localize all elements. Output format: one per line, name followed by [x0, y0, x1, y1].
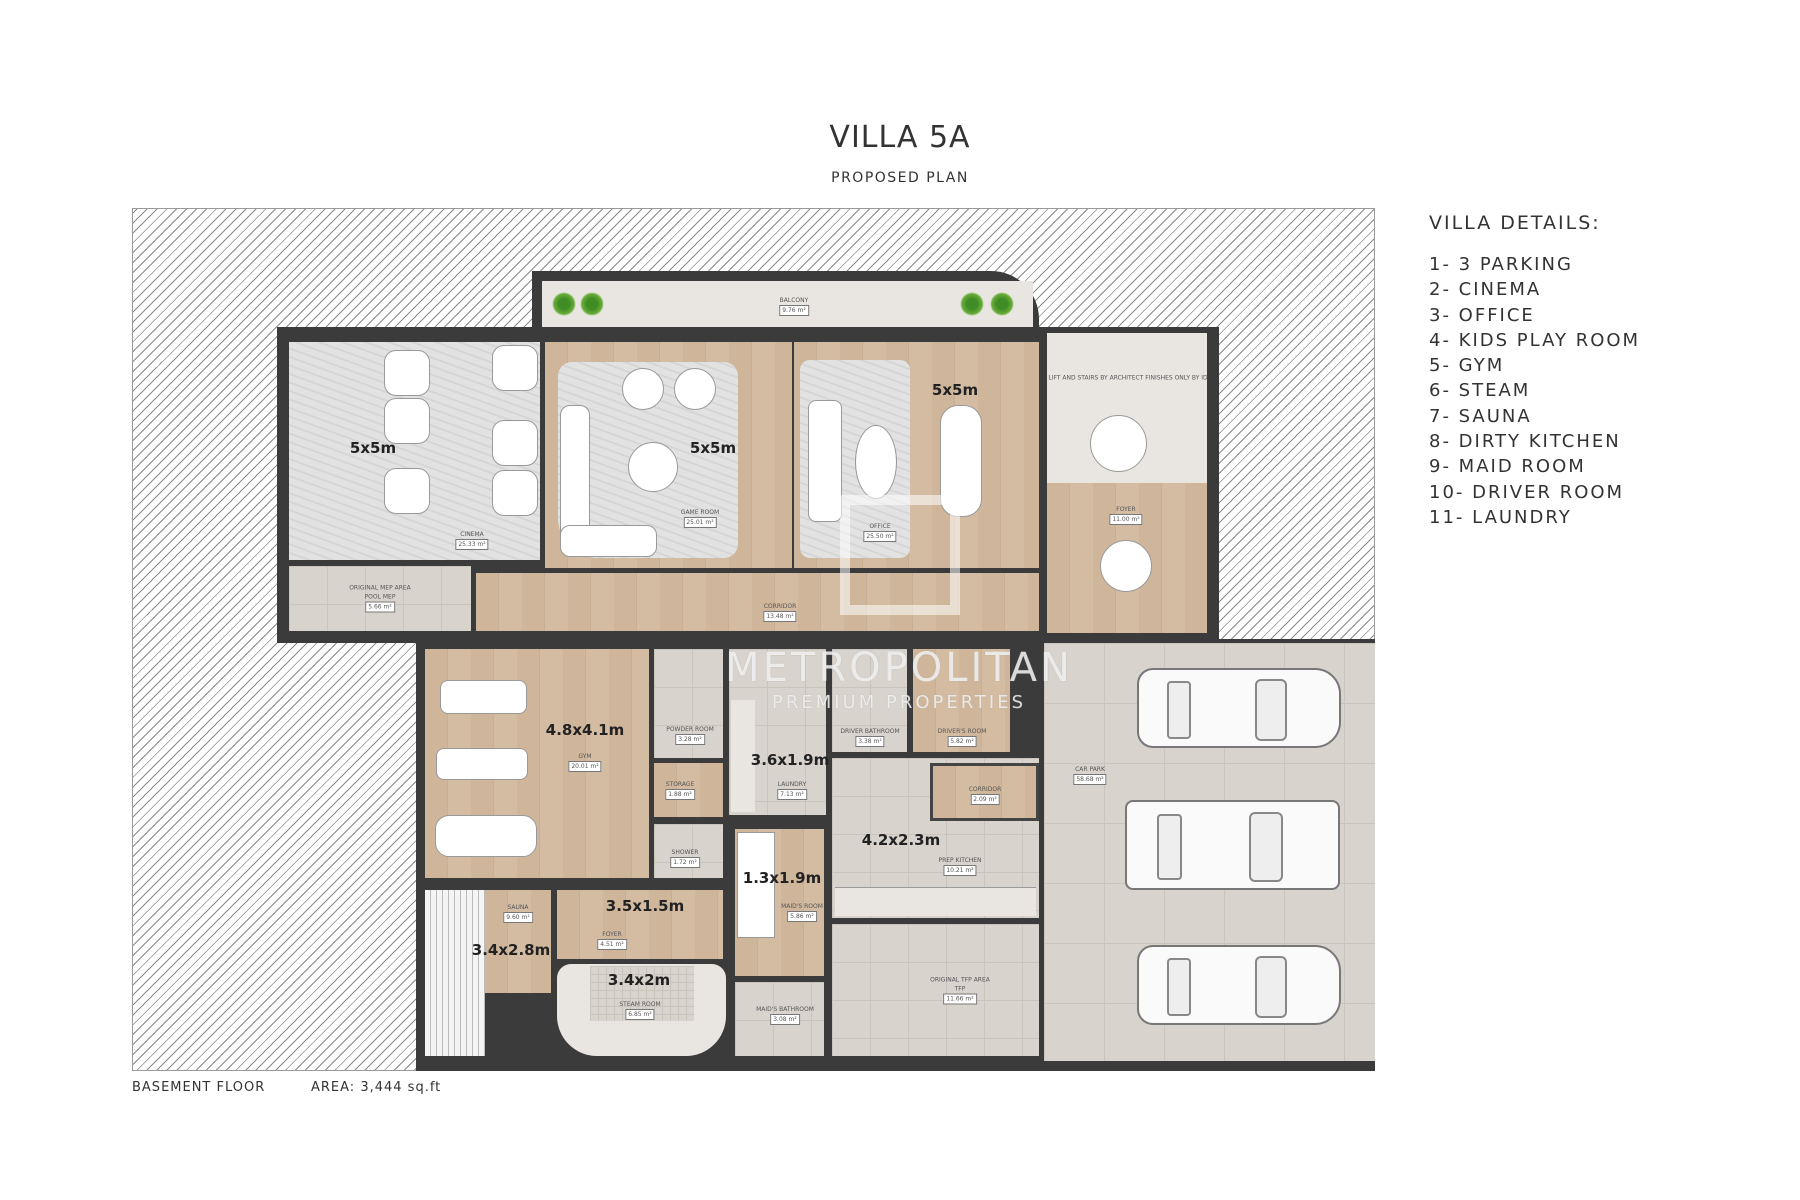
- detail-item: 6- STEAM: [1429, 380, 1531, 402]
- dimension-prep-kitchen: 4.2x2.3m: [861, 831, 941, 849]
- plant-icon: [580, 292, 604, 316]
- detail-item: 7- SAUNA: [1429, 405, 1532, 427]
- seat: [384, 350, 430, 396]
- room-corridor: [476, 573, 1039, 631]
- watermark-text: METROPOLITAN: [725, 645, 1073, 691]
- detail-item: 9- MAID ROOM: [1429, 456, 1586, 478]
- armchair: [622, 368, 664, 410]
- exercise-bike: [436, 748, 528, 780]
- sauna-bench: [425, 890, 485, 1056]
- car-icon: [1137, 945, 1341, 1025]
- room-sauna: [485, 890, 551, 993]
- room-driver: [913, 649, 1010, 752]
- seat: [492, 420, 538, 466]
- dimension-laundry: 3.6x1.9m: [750, 751, 830, 769]
- spiral-stair: [1090, 415, 1147, 472]
- seat: [492, 345, 538, 391]
- floor-label: BASEMENT FLOOR: [132, 1080, 266, 1095]
- page-title: VILLA 5A: [829, 120, 971, 155]
- coffee-table: [628, 442, 678, 492]
- dimension-game-room: 5x5m: [689, 439, 737, 457]
- room-maid-bathroom: [735, 982, 824, 1056]
- seat: [492, 470, 538, 516]
- dimension-foyer: 3.5x1.5m: [605, 897, 685, 915]
- kitchen-counter: [835, 887, 1036, 916]
- room-powder: [654, 649, 723, 758]
- treadmill: [435, 815, 537, 857]
- balcony: [542, 281, 1033, 327]
- dimension-maid-room: 1.3x1.9m: [742, 869, 822, 887]
- dimension-sauna: 3.4x2.8m: [471, 941, 551, 959]
- plant-icon: [990, 292, 1014, 316]
- villa-details-list: 1- 3 PARKING 2- CINEMA 3- OFFICE 4- KIDS…: [1429, 252, 1640, 530]
- car-icon: [1137, 668, 1341, 748]
- detail-item: 4- KIDS PLAY ROOM: [1429, 329, 1641, 351]
- watermark-subtext: PREMIUM PROPERTIES: [771, 692, 1027, 713]
- dimension-steam: 3.4x2m: [607, 971, 671, 989]
- dimension-cinema: 5x5m: [349, 439, 397, 457]
- detail-item: 2- CINEMA: [1429, 279, 1542, 301]
- detail-item: 11- LAUNDRY: [1429, 506, 1572, 528]
- room-corridor-2: [930, 763, 1039, 821]
- room-pool-mep: [289, 566, 471, 631]
- car-icon: [1125, 800, 1340, 890]
- watermark-logo-icon: [840, 495, 960, 615]
- room-foyer: [557, 890, 723, 959]
- seat: [384, 398, 430, 444]
- sofa: [808, 400, 842, 522]
- round-table: [1100, 540, 1152, 592]
- dimension-gym: 4.8x4.1m: [545, 721, 625, 739]
- detail-item: 8- DIRTY KITCHEN: [1429, 431, 1621, 453]
- armchair: [674, 368, 716, 410]
- page-subtitle: PROPOSED PLAN: [831, 170, 969, 186]
- room-driver-bathroom: [832, 649, 907, 752]
- seat: [384, 468, 430, 514]
- lift-note: LIFT AND STAIRS BY ARCHITECT FINISHES ON…: [1048, 374, 1208, 382]
- villa-details-heading: VILLA DETAILS:: [1429, 212, 1601, 234]
- laundry-counter: [731, 700, 755, 812]
- sofa: [560, 525, 657, 557]
- coffee-table: [855, 425, 897, 499]
- detail-item: 10- DRIVER ROOM: [1429, 481, 1625, 503]
- plant-icon: [552, 292, 576, 316]
- exercise-machine: [440, 680, 527, 714]
- detail-item: 3- OFFICE: [1429, 304, 1535, 326]
- room-tfp: [832, 924, 1039, 1056]
- room-shower: [654, 824, 723, 878]
- detail-item: 1- 3 PARKING: [1429, 254, 1573, 275]
- area-label: AREA: 3,444 sq.ft: [311, 1080, 442, 1095]
- bed: [737, 832, 775, 938]
- dimension-office: 5x5m: [931, 381, 979, 399]
- plant-icon: [960, 292, 984, 316]
- detail-item: 5- GYM: [1429, 355, 1505, 377]
